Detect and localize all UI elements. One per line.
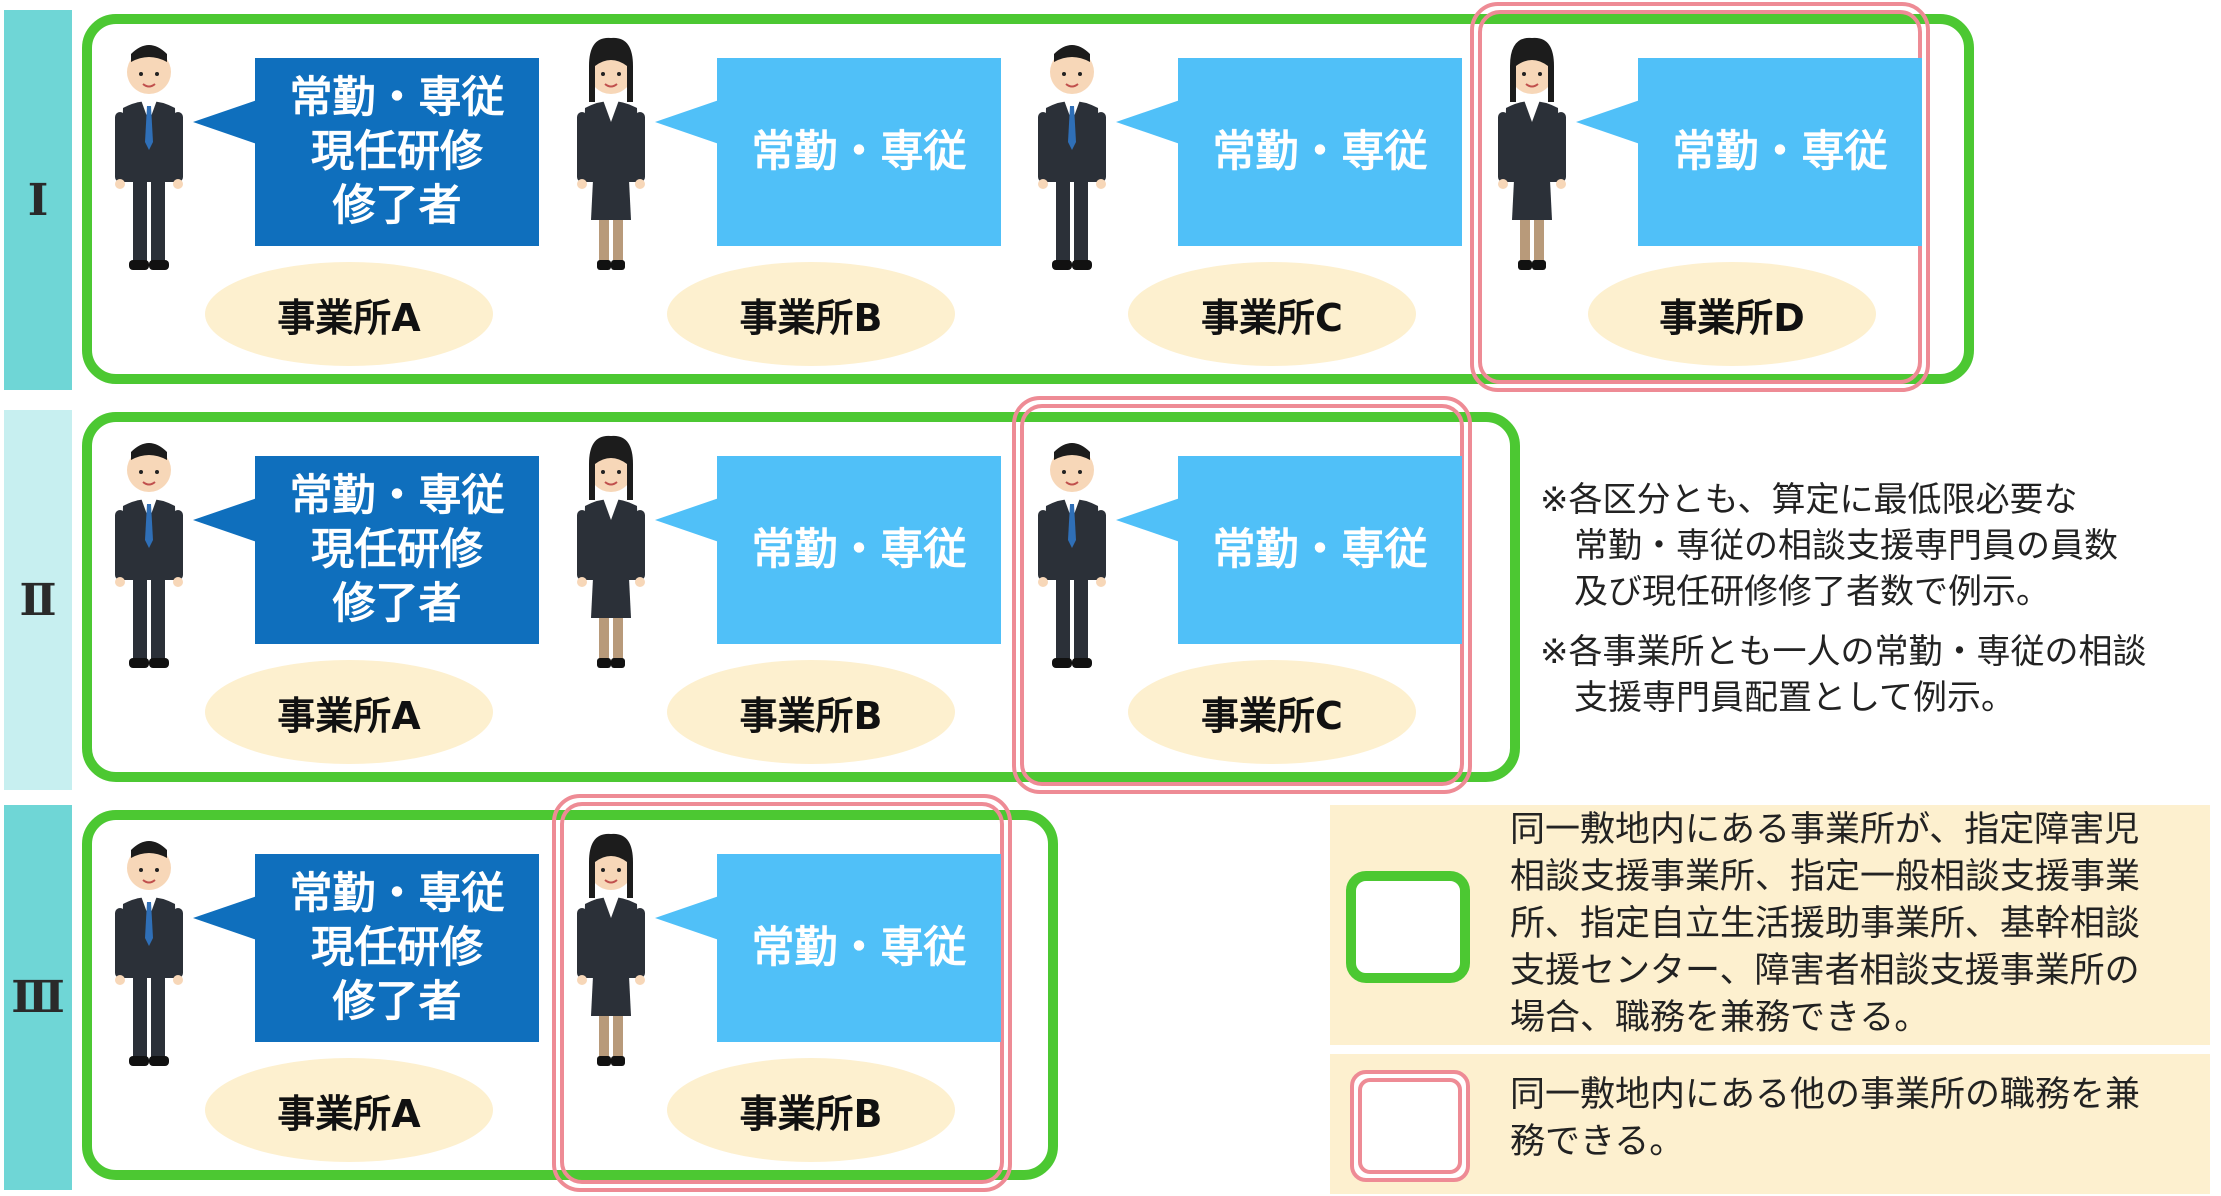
role-speech-bubble: 常勤・専従: [1178, 456, 1462, 644]
speech-bubble-tail: [655, 498, 719, 542]
row-band-1: Ⅰ: [4, 10, 72, 390]
row-band-2: Ⅱ: [4, 410, 72, 790]
female-staff-icon: [567, 32, 655, 272]
speech-bubble-tail: [655, 100, 719, 144]
female-staff-icon: [1488, 32, 1576, 272]
pink-frame-row-3: [552, 794, 1012, 1192]
row-label-2: Ⅱ: [19, 574, 57, 626]
male-staff-icon: [105, 430, 193, 670]
row-band-3: Ⅲ: [4, 805, 72, 1190]
male-staff-icon: [105, 32, 193, 272]
note-1: ※各区分とも、算定に最低限必要な 常勤・専従の相談支援専門員の員数 及び現任研修…: [1540, 480, 2118, 612]
female-staff-icon: [567, 828, 655, 1068]
speech-bubble-tail: [1576, 100, 1640, 144]
legend-green: 同一敷地内にある事業所が、指定障害児 相談支援事業所、指定一般相談支援事業 所、…: [1330, 805, 2210, 1045]
note-2: ※各事業所とも一人の常勤・専従の相談 支援専門員配置として例示。: [1540, 632, 2147, 718]
speech-bubble-tail: [193, 498, 257, 542]
role-speech-bubble: 常勤・専従 現任研修 修了者: [255, 58, 539, 246]
green-frame-row-2: [82, 412, 1520, 782]
office-label: 事業所A: [205, 262, 493, 366]
male-staff-icon: [1028, 32, 1116, 272]
speech-bubble-tail: [193, 896, 257, 940]
speech-bubble-tail: [1116, 498, 1180, 542]
office-label: 事業所A: [205, 1058, 493, 1162]
speech-bubble-tail: [193, 100, 257, 144]
office-label: 事業所D: [1588, 262, 1876, 366]
speech-bubble-tail: [1116, 100, 1180, 144]
role-speech-bubble: 常勤・専従: [717, 456, 1001, 644]
legend-green-swatch: [1346, 871, 1470, 983]
office-label: 事業所A: [205, 660, 493, 764]
legend-pink: 同一敷地内にある他の事業所の職務を兼 務できる。: [1330, 1054, 2210, 1194]
role-speech-bubble: 常勤・専従: [1178, 58, 1462, 246]
speech-bubble-tail: [655, 896, 719, 940]
role-speech-bubble: 常勤・専従: [717, 854, 1001, 1042]
office-label: 事業所C: [1128, 660, 1416, 764]
role-speech-bubble: 常勤・専従 現任研修 修了者: [255, 456, 539, 644]
male-staff-icon: [1028, 430, 1116, 670]
legend-pink-text: 同一敷地内にある他の事業所の職務を兼 務できる。: [1510, 1075, 2141, 1162]
pink-frame-row-2: [1012, 396, 1472, 794]
row-label-3: Ⅲ: [11, 972, 65, 1023]
legend-pink-swatch: [1350, 1070, 1470, 1182]
office-label: 事業所B: [667, 262, 955, 366]
role-speech-bubble: 常勤・専従 現任研修 修了者: [255, 854, 539, 1042]
male-staff-icon: [105, 828, 193, 1068]
row-label-1: Ⅰ: [27, 174, 49, 226]
green-frame-row-1: [82, 14, 1974, 384]
role-speech-bubble: 常勤・専従: [1638, 58, 1922, 246]
office-label: 事業所B: [667, 1058, 955, 1162]
female-staff-icon: [567, 430, 655, 670]
office-label: 事業所C: [1128, 262, 1416, 366]
role-speech-bubble: 常勤・専従: [717, 58, 1001, 246]
legend-green-text: 同一敷地内にある事業所が、指定障害児 相談支援事業所、指定一般相談支援事業 所、…: [1510, 810, 2141, 1038]
office-label: 事業所B: [667, 660, 955, 764]
